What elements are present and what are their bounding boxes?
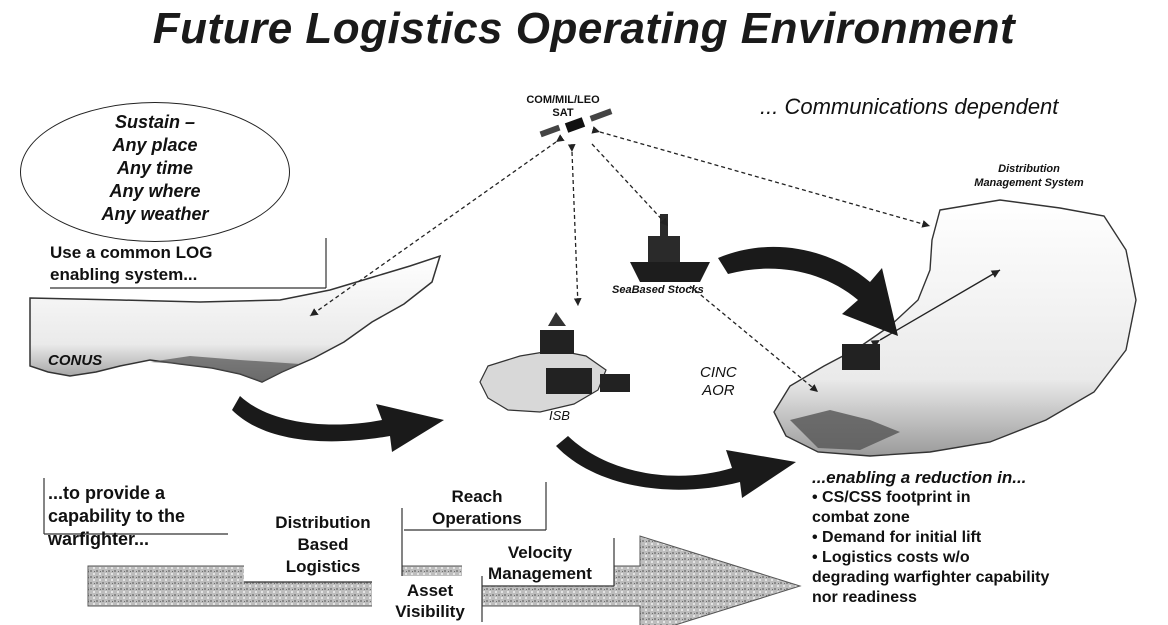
provide-line1: ...to provide a xyxy=(48,483,166,503)
common-log-line1: Use a common LOG xyxy=(50,243,213,262)
dbl-line1: Distribution xyxy=(275,513,371,532)
seabased-stocks-label: SeaBased Stocks xyxy=(612,284,704,296)
enabling-item: • Demand for initial lift xyxy=(812,529,982,546)
sustain-line: Any time xyxy=(116,158,194,178)
enabling-heading: ...enabling a reduction in... xyxy=(812,468,1027,487)
satellite-icon xyxy=(539,108,613,138)
conus-label: CONUS xyxy=(48,352,103,369)
enabling-item: • CS/CSS footprint in xyxy=(812,489,971,506)
page-title: Future Logistics Operating Environment xyxy=(152,4,1016,53)
satellite-label-line2: SAT xyxy=(552,107,574,119)
enabling-item: nor readiness xyxy=(812,589,917,606)
velocity-box xyxy=(462,538,614,586)
communications-caption: ... Communications dependent xyxy=(760,94,1059,119)
sustain-line: Any place xyxy=(112,135,198,155)
reach-box xyxy=(404,482,546,530)
ship-icon xyxy=(630,262,710,282)
distribution-management-label: Distribution Management System xyxy=(954,162,1104,190)
sustain-ellipse: Sustain – Any place Any time Any where A… xyxy=(20,102,290,242)
reach-line2: Operations xyxy=(432,509,522,528)
dms-line1: Distribution xyxy=(998,163,1060,175)
common-log-text: Use a common LOG enabling system... xyxy=(50,242,326,286)
provide-line3: warfighter... xyxy=(48,529,150,549)
satellite-label: COM/MIL/LEO SAT xyxy=(508,94,618,120)
provide-line2: capability to the xyxy=(48,506,186,526)
velocity-management-step: Velocity Management xyxy=(470,542,610,584)
asset-line2: Visibility xyxy=(395,602,465,621)
cinc-label-line2: AOR xyxy=(702,382,735,399)
isb-label: ISB xyxy=(549,408,570,423)
cinc-aor-label: CINC AOR xyxy=(700,364,737,400)
sustain-line: Any where xyxy=(109,181,201,201)
asset-visibility-step: Asset Visibility xyxy=(380,580,480,622)
reach-operations-step: Reach Operations xyxy=(412,486,542,530)
arrow-conus-to-isb xyxy=(232,396,444,452)
dbl-box xyxy=(244,508,402,582)
velocity-line1: Velocity xyxy=(507,543,573,562)
arrow-isb-to-aor xyxy=(556,436,796,498)
enabling-item: • Logistics costs w/o xyxy=(812,549,970,566)
aor-vehicles xyxy=(842,344,880,370)
asset-box xyxy=(372,576,482,624)
enabling-item: combat zone xyxy=(812,509,910,526)
isb-vehicles xyxy=(546,368,592,394)
sustain-line: Sustain – xyxy=(114,112,196,132)
asset-line1: Asset xyxy=(406,581,454,600)
provide-capability-text: ...to provide a capability to the warfig… xyxy=(48,482,228,551)
sustain-line: Any weather xyxy=(101,204,209,224)
distribution-based-logistics-step: Distribution Based Logistics xyxy=(248,512,398,578)
cinc-label-line1: CINC xyxy=(700,364,737,381)
reach-line1: Reach xyxy=(451,487,503,506)
velocity-line2: Management xyxy=(488,564,592,583)
dbl-line2: Based xyxy=(297,535,349,554)
enabling-item: degrading warfighter capability xyxy=(812,569,1050,586)
dms-line2: Management System xyxy=(974,177,1084,189)
common-log-line2: enabling system... xyxy=(50,265,198,284)
satellite-label-line1: COM/MIL/LEO xyxy=(526,94,600,106)
enabling-reduction-list: ...enabling a reduction in... • CS/CSS f… xyxy=(812,468,1168,608)
dbl-line3: Logistics xyxy=(285,557,361,576)
arrow-ship-to-aor xyxy=(718,246,898,336)
